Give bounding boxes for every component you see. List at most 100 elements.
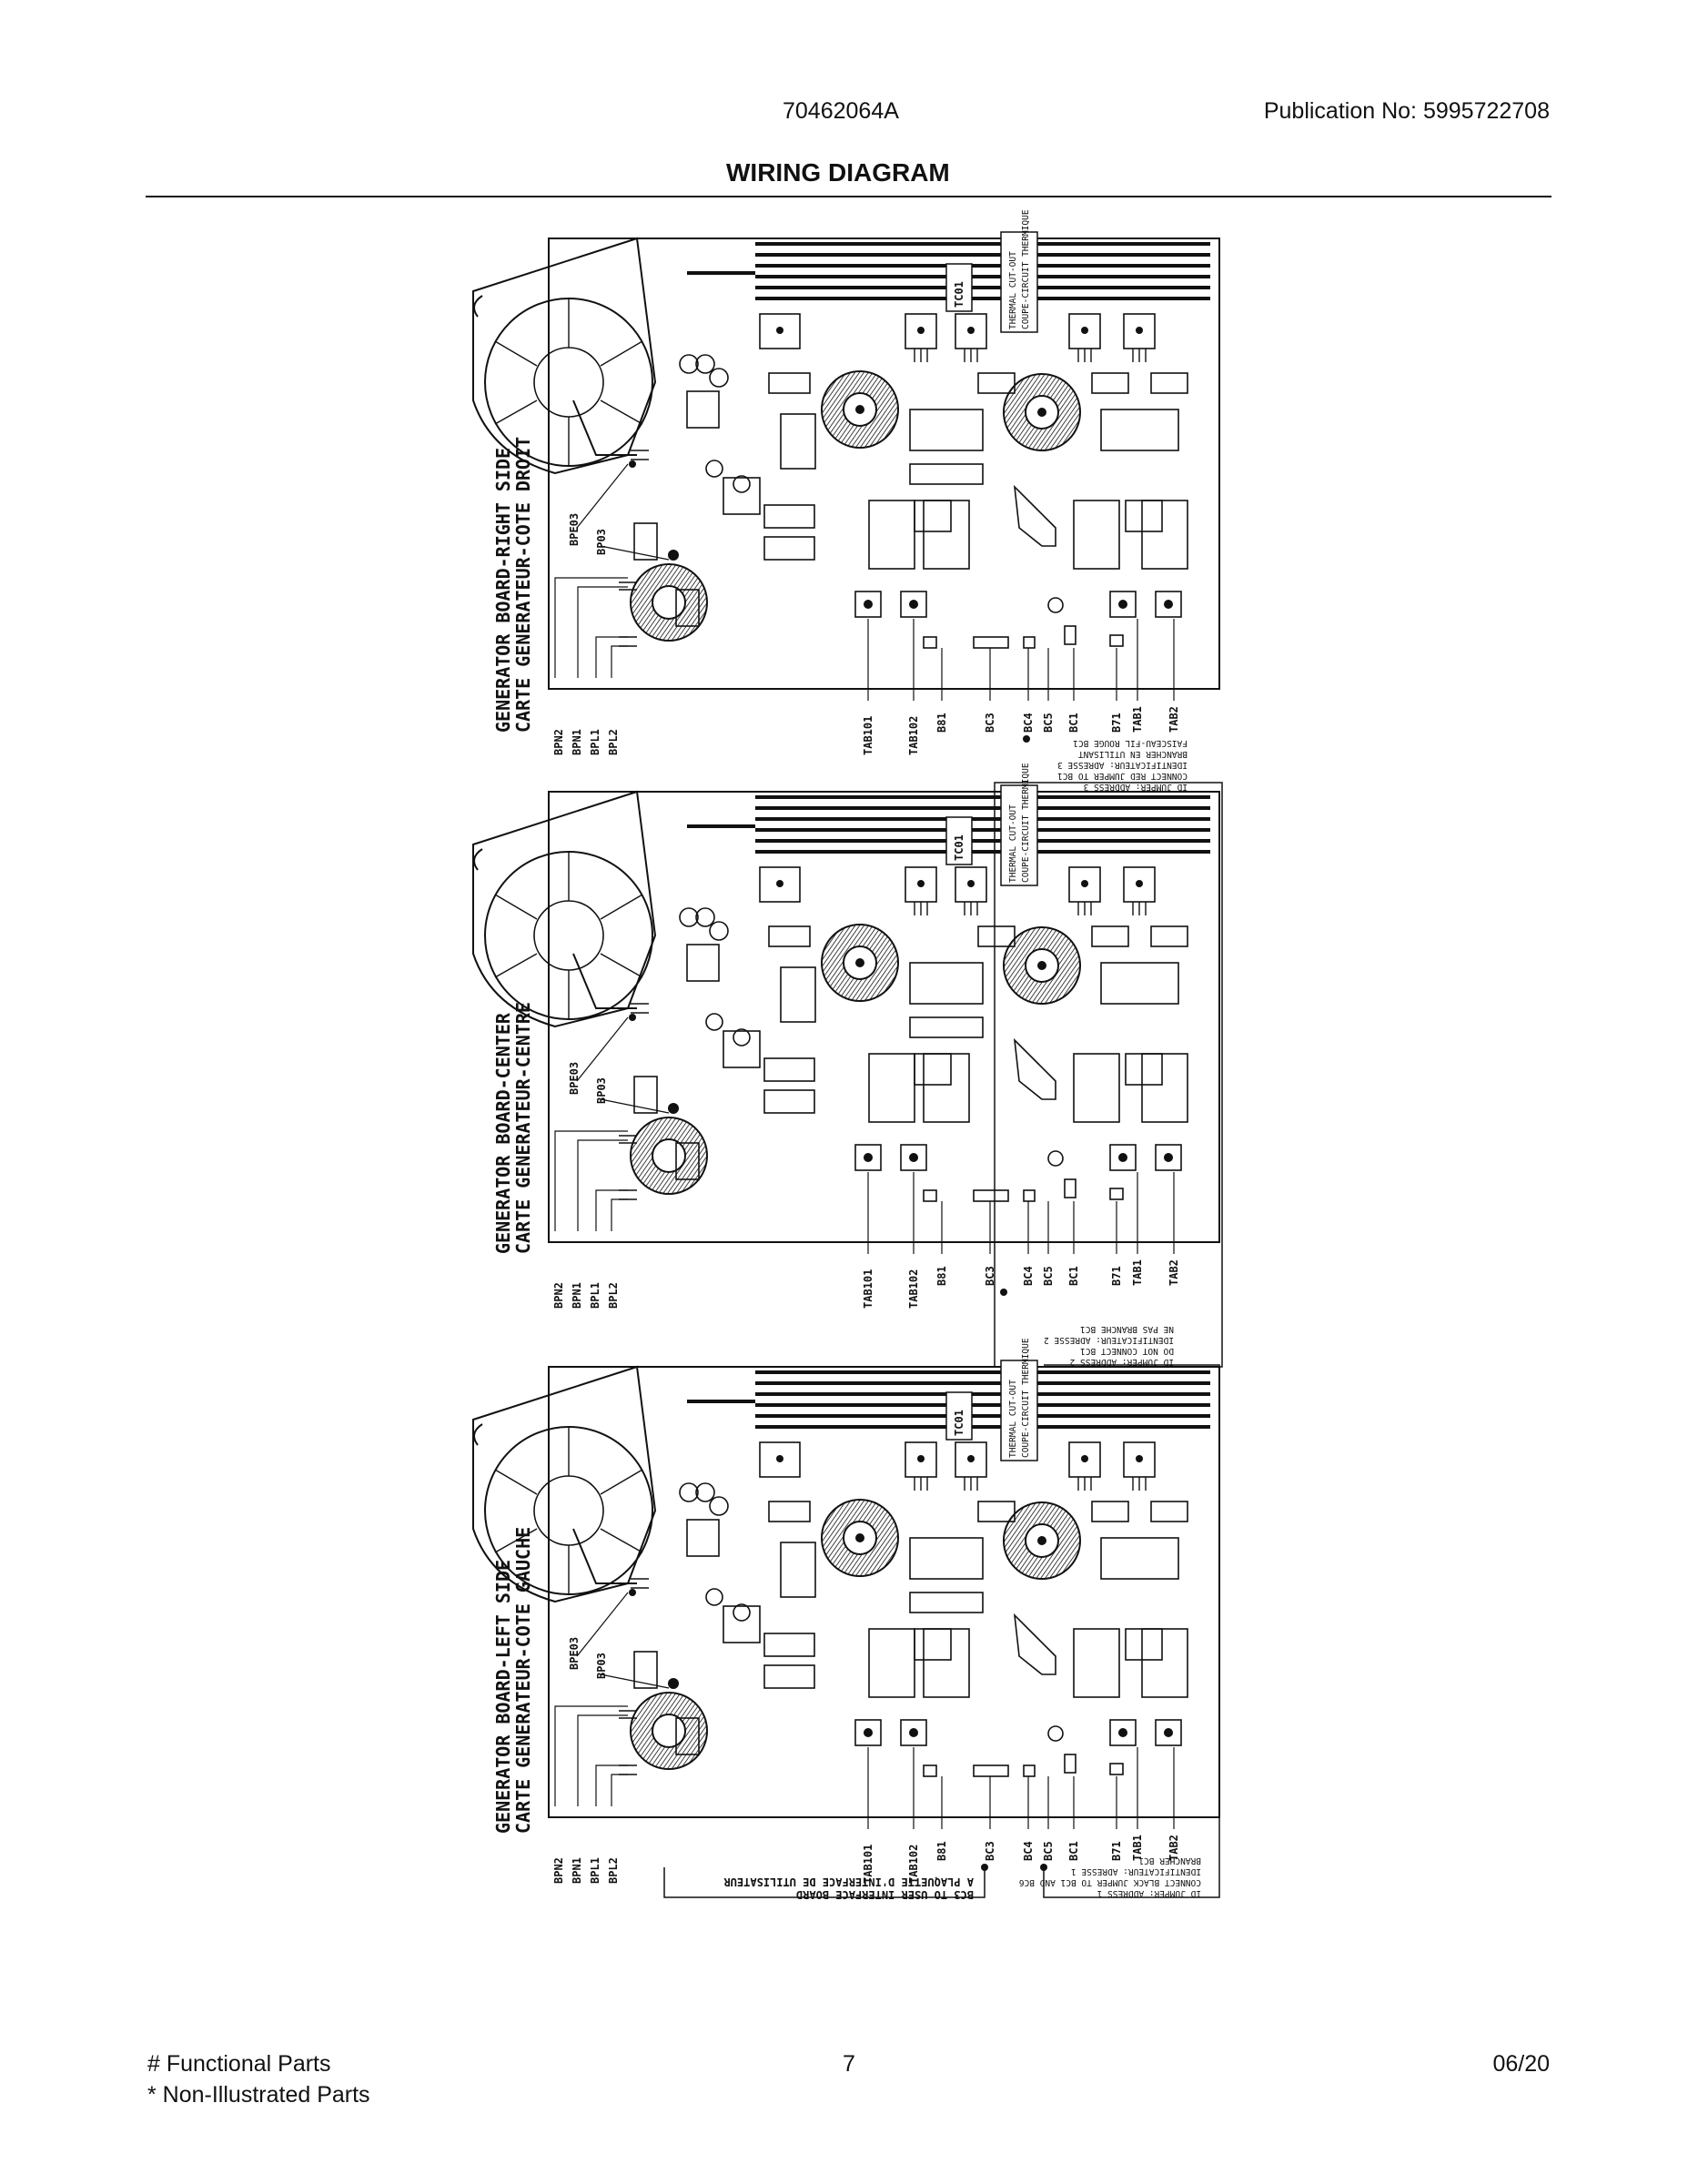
term-bc4: BC4	[1022, 1266, 1035, 1286]
note-line-3: IDENTIFICATEUR: ADRESSE 1	[1071, 1866, 1201, 1876]
term-bpl1: BPL1	[589, 1282, 601, 1309]
board-right-side: GENERATOR BOARD-RIGHT SIDE CARTE GENERAT…	[471, 209, 1221, 792]
thermal-cutout-en: THERMAL CUT-OUT	[1008, 804, 1018, 883]
model-number: 70462064A	[783, 98, 899, 124]
term-tab2: TAB2	[1167, 1835, 1180, 1861]
term-b71: B71	[1110, 1841, 1123, 1861]
board-left-title-fr: CARTE GENERATEUR-COTE GAUCHE	[512, 1527, 534, 1834]
term-bpn2: BPN2	[552, 1857, 565, 1884]
board-left-side: GENERATOR BOARD-LEFT SIDE CARTE GENERATE…	[471, 1338, 1221, 1901]
term-bc3: BC3	[984, 1841, 996, 1861]
term-bc5: BC5	[1042, 713, 1055, 733]
thermal-cutout-fr: COUPE-CIRCUIT THERMIQUE	[1021, 209, 1031, 329]
board-right-note: ID JUMPER: ADDRESS 3 CONNECT RED JUMPER …	[1057, 738, 1188, 792]
bpe03-label: BPE03	[568, 1637, 581, 1670]
note-line-1: ID JUMPER: ADDRESS 3	[1084, 782, 1188, 792]
board-right-side-texts: GENERATOR BOARD-RIGHT SIDE CARTE GENERAT…	[492, 209, 1188, 792]
page-number: 7	[843, 2051, 855, 2077]
tc01-label: TC01	[953, 1410, 965, 1436]
term-tab1: TAB1	[1131, 706, 1144, 733]
page-title: WIRING DIAGRAM	[726, 158, 950, 187]
board-center-title-fr: CARTE GENERATEUR-CENTRE	[512, 1002, 534, 1254]
board-left-extra-note: BC3 TO USER INTERFACE BOARD A PLAQUETTE …	[723, 1876, 974, 1901]
bp03-label: BP03	[595, 1653, 608, 1679]
note-line-4: BRANCHER BC1	[1138, 1855, 1201, 1866]
term-tab1: TAB1	[1131, 1259, 1144, 1286]
thermal-cutout-fr: COUPE-CIRCUIT THERMIQUE	[1021, 763, 1031, 883]
note-line-3: IDENTIFICATEUR: ADRESSE 3	[1057, 760, 1188, 770]
term-tab1: TAB1	[1131, 1835, 1144, 1861]
note-line-2: CONNECT RED JUMPER TO BC1	[1057, 771, 1188, 781]
term-bpl1: BPL1	[589, 1857, 601, 1884]
board-center-title-en: GENERATOR BOARD-CENTER	[492, 1012, 514, 1254]
term-bpl2: BPL2	[607, 1857, 620, 1884]
note-line-4: NE PAS BRANCHE BC1	[1080, 1324, 1174, 1334]
publication-label: Publication No:	[1263, 98, 1417, 124]
term-b81: B81	[935, 1266, 948, 1286]
publication-info: Publication No: 5995722708	[1264, 98, 1550, 125]
term-bc1: BC1	[1067, 1266, 1080, 1286]
term-bpl1: BPL1	[589, 729, 601, 755]
term-bpn2: BPN2	[552, 1282, 565, 1309]
term-bpn1: BPN1	[571, 729, 583, 755]
thermal-cutout-fr: COUPE-CIRCUIT THERMIQUE	[1021, 1338, 1031, 1458]
note-line-5: FAISCEAU-FIL ROUGE BC1	[1073, 738, 1188, 748]
bpe03-label: BPE03	[568, 513, 581, 546]
bp03-label: BP03	[595, 1077, 608, 1104]
term-bpl2: BPL2	[607, 1282, 620, 1309]
publication-number: 5995722708	[1422, 98, 1550, 124]
non-illustrated-parts-legend: * Non-Illustrated Parts	[147, 2082, 370, 2108]
note-line-4: BRANCHER EN UTILISANT	[1078, 749, 1188, 759]
note-line-1: ID JUMPER: ADDRESS 1	[1097, 1888, 1201, 1898]
term-bpn1: BPN1	[571, 1857, 583, 1884]
term-bc3: BC3	[984, 1266, 996, 1286]
term-tab2: TAB2	[1167, 706, 1180, 733]
board-left-note: ID JUMPER: ADDRESS 1 CONNECT BLACK JUMPE…	[1019, 1855, 1201, 1898]
title-rule	[146, 196, 1552, 197]
bc3-note-en: BC3 TO USER INTERFACE BOARD	[796, 1888, 974, 1901]
term-bc4: BC4	[1022, 713, 1035, 733]
term-bc4: BC4	[1022, 1841, 1035, 1861]
term-bpl2: BPL2	[607, 729, 620, 755]
term-tab101: TAB101	[862, 1845, 874, 1884]
term-bc1: BC1	[1067, 1841, 1080, 1861]
note-line-1: ID JUMPER: ADDRESS 2	[1070, 1357, 1174, 1367]
bc3-note-fr: A PLAQUETTE D'INTERFACE DE UTILISATEUR	[723, 1876, 974, 1888]
term-b71: B71	[1110, 1266, 1123, 1286]
revision-date: 06/20	[1492, 2051, 1550, 2077]
term-bc5: BC5	[1042, 1266, 1055, 1286]
term-tab101: TAB101	[862, 716, 874, 755]
tc01-label: TC01	[953, 281, 965, 308]
board-left-side-art	[471, 1365, 1221, 1831]
term-tab102: TAB102	[907, 1269, 920, 1309]
thermal-cutout-en: THERMAL CUT-OUT	[1008, 251, 1018, 329]
term-tab101: TAB101	[862, 1269, 874, 1309]
term-bc1: BC1	[1067, 713, 1080, 733]
bp03-label: BP03	[595, 529, 608, 555]
term-b81: B81	[935, 713, 948, 733]
term-tab102: TAB102	[907, 1845, 920, 1884]
term-tab2: TAB2	[1167, 1259, 1180, 1286]
bpe03-label: BPE03	[568, 1062, 581, 1095]
note-line-2: DO NOT CONNECT BC1	[1080, 1346, 1174, 1356]
board-center-art	[471, 790, 1221, 1256]
term-bc3: BC3	[984, 713, 996, 733]
note-line-3: IDENTIFICATEUR: ADRESSE 2	[1044, 1335, 1174, 1345]
term-b81: B81	[935, 1841, 948, 1861]
board-center: GENERATOR BOARD-CENTER CARTE GENERATEUR-…	[471, 763, 1223, 1368]
board-left-title-en: GENERATOR BOARD-LEFT SIDE	[492, 1560, 514, 1834]
term-bpn1: BPN1	[571, 1282, 583, 1309]
board-right-title-en: GENERATOR BOARD-RIGHT SIDE	[492, 448, 514, 733]
board-center-note: ID JUMPER: ADDRESS 2 DO NOT CONNECT BC1 …	[1044, 1324, 1174, 1367]
term-tab102: TAB102	[907, 716, 920, 755]
thermal-cutout-en: THERMAL CUT-OUT	[1008, 1380, 1018, 1458]
note-line-2: CONNECT BLACK JUMPER TO BC1 AND BC6	[1019, 1877, 1201, 1887]
functional-parts-legend: # Functional Parts	[147, 2051, 331, 2077]
term-bpn2: BPN2	[552, 729, 565, 755]
board-right-side-art	[471, 237, 1221, 703]
tc01-label: TC01	[953, 834, 965, 861]
term-b71: B71	[1110, 713, 1123, 733]
term-bc5: BC5	[1042, 1841, 1055, 1861]
board-right-title-fr: CARTE GENERATEUR-COTE DROIT	[512, 437, 534, 733]
